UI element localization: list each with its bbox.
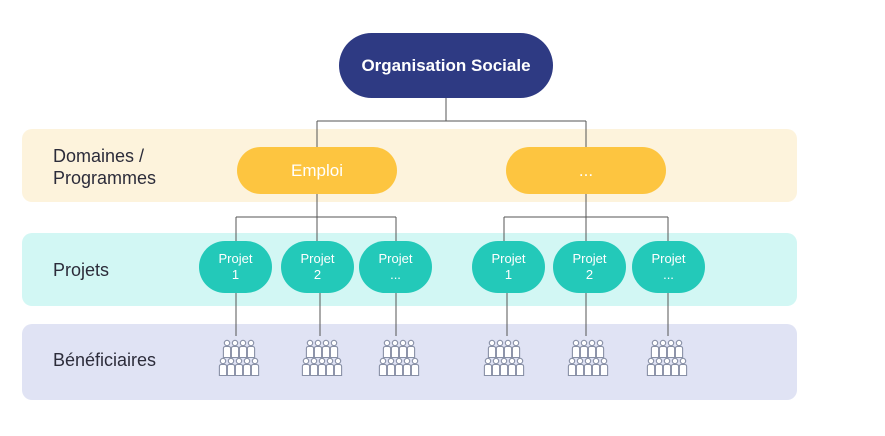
domains-band <box>22 129 797 202</box>
project-word: Projet <box>300 251 335 266</box>
domains-label-line1: Domaines / <box>53 146 145 166</box>
domain-node-more: ... <box>506 147 666 194</box>
project-number: 1 <box>504 267 513 282</box>
project-node: Projet 2 <box>553 241 626 293</box>
project-word: Projet <box>378 251 413 266</box>
project-number: ... <box>663 267 674 282</box>
projects-level-label: Projets <box>53 260 110 280</box>
project-number: 1 <box>231 267 240 282</box>
project-word: Projet <box>218 251 253 266</box>
people-group-icon <box>301 339 343 377</box>
project-node: Projet 1 <box>199 241 272 293</box>
project-node: Projet 1 <box>472 241 545 293</box>
people-group-icon <box>378 339 420 377</box>
project-number: 2 <box>585 267 594 282</box>
project-node: Projet ... <box>359 241 432 293</box>
domains-level-label: Domaines / Programmes <box>53 145 213 189</box>
project-word: Projet <box>491 251 526 266</box>
domains-label-line2: Programmes <box>53 168 157 188</box>
beneficiaries-level-label: Bénéficiaires <box>53 350 157 370</box>
project-node: Projet 2 <box>281 241 354 293</box>
people-group-icon <box>483 339 525 377</box>
project-word: Projet <box>651 251 686 266</box>
project-node: Projet ... <box>632 241 705 293</box>
people-group-icon <box>646 339 688 377</box>
project-number: ... <box>390 267 401 282</box>
project-word: Projet <box>572 251 607 266</box>
project-number: 2 <box>313 267 322 282</box>
root-node: Organisation Sociale <box>339 33 553 98</box>
people-group-icon <box>218 339 260 377</box>
people-group-icon <box>567 339 609 377</box>
domain-node-emploi: Emploi <box>237 147 397 194</box>
